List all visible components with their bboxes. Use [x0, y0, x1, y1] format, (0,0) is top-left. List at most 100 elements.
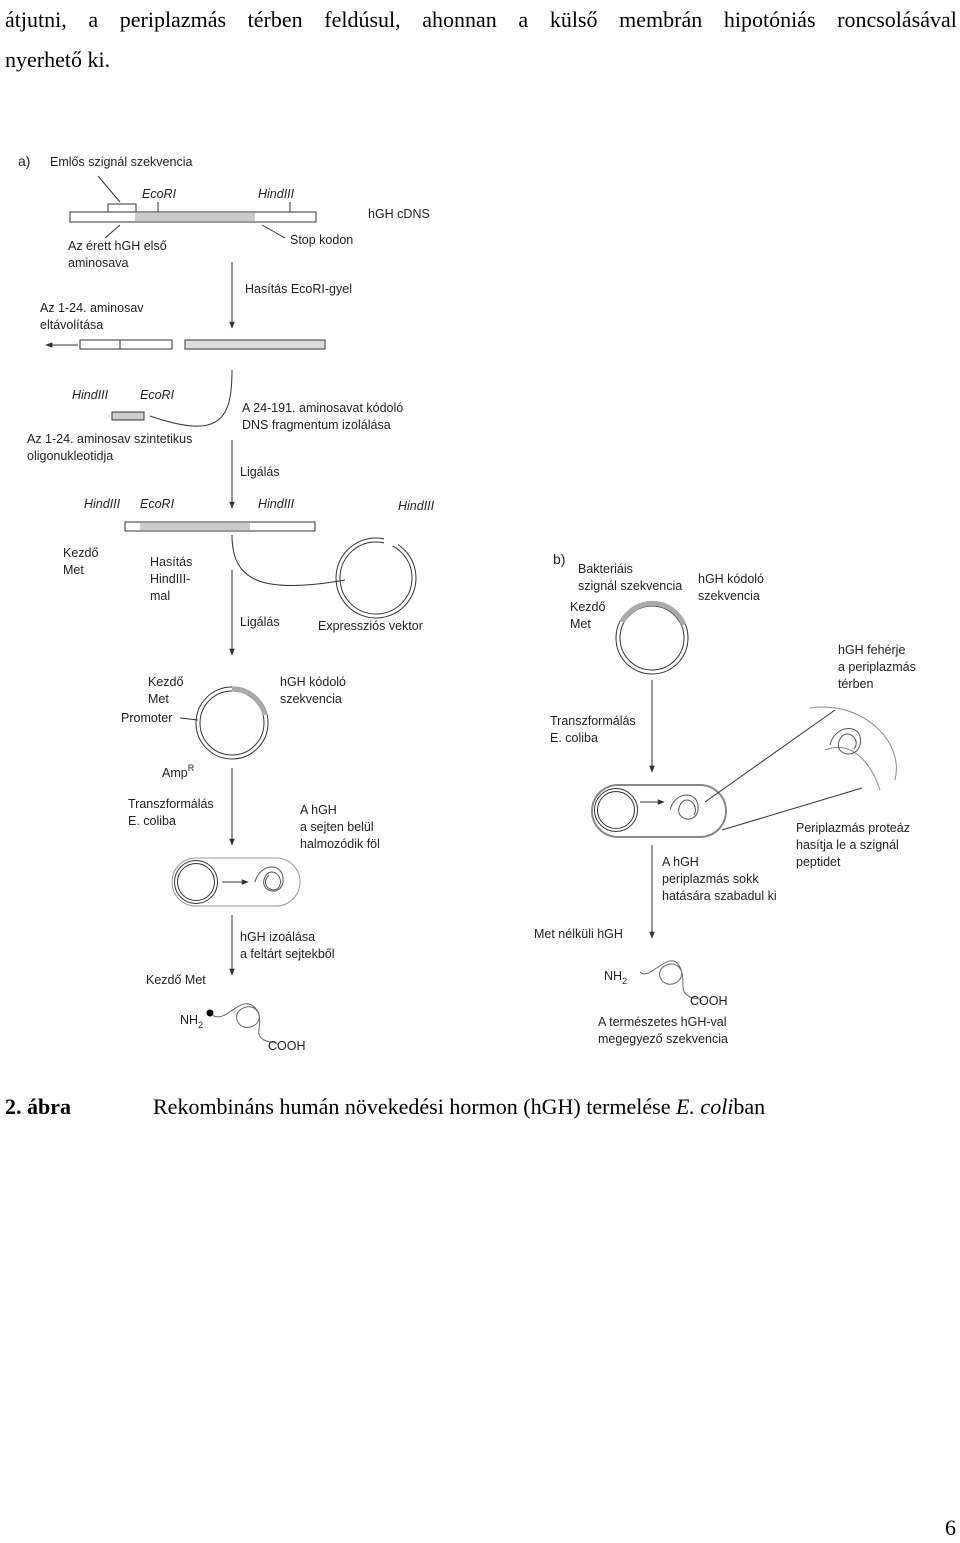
protein-coil: [639, 960, 703, 1002]
protein-coil: [254, 866, 284, 892]
word: a: [88, 7, 99, 32]
shock-label: periplazmás sokk: [662, 872, 759, 886]
hindiii-label: HindIII: [258, 187, 295, 201]
word: membrán: [619, 7, 703, 32]
periplasm-curve: [809, 706, 897, 781]
removed-fragment: [79, 339, 173, 350]
bact-signal-label: szignál szekvencia: [578, 579, 682, 593]
word: külső: [549, 7, 598, 32]
cut-hindiii-label: mal: [150, 589, 170, 603]
oligo-fragment: [111, 411, 145, 421]
coding-label: hGH kódoló: [698, 572, 764, 586]
page-number: 6: [945, 1515, 956, 1540]
protease-label: peptidet: [796, 855, 841, 869]
pointer-line: [704, 709, 836, 803]
transform-label: E. coliba: [128, 814, 176, 828]
coding-label: szekvencia: [698, 589, 760, 603]
stop-codon-label: Stop kodon: [290, 233, 353, 247]
ecori-label: EcoRI: [142, 187, 177, 201]
isolated-fragment: [184, 339, 326, 350]
leader-line: [179, 717, 199, 721]
panel-b-label: b): [553, 551, 565, 567]
panel-a-label: a): [18, 153, 30, 169]
start-met-label: Kezdő: [63, 546, 98, 560]
ecoli-cell: [171, 857, 301, 907]
periplasm-label: térben: [838, 677, 873, 691]
nh2-subscript: 2: [198, 1020, 203, 1030]
protein-coil: [211, 1003, 279, 1046]
transform-label: Transzformálás: [550, 714, 636, 728]
periplasm-curve: [824, 746, 881, 791]
ecori-label: EcoRI: [140, 497, 175, 511]
cooh-label: COOH: [268, 1039, 306, 1053]
word: hipotóniás: [723, 7, 816, 32]
plasmid-coding-arc: [619, 600, 687, 626]
bact-signal-label: Bakteriáis: [578, 562, 633, 576]
word: a: [518, 7, 529, 32]
figure-caption: 2. ábra Rekombináns humán növekedési horm…: [5, 1094, 765, 1120]
paragraph-line-1: átjutni, a periplazmás térben feldúsul, …: [5, 0, 957, 40]
nh2-label: NH2: [180, 1013, 203, 1030]
nh2-text: NH: [604, 969, 622, 983]
mature-aa-label-2: aminosava: [68, 256, 128, 270]
plasmid-cut-gap: [384, 536, 398, 546]
protein-coil: [669, 794, 699, 820]
met-dot: [206, 1009, 214, 1017]
leader-line: [97, 175, 121, 203]
shock-label: A hGH: [662, 855, 699, 869]
protease-label: hasítja le a szignál: [796, 838, 899, 852]
protease-label: Periplazmás proteáz: [796, 821, 910, 835]
promoter-label: Promoter: [121, 711, 172, 725]
hgh-cdns-label: hGH cDNS: [368, 207, 430, 221]
expression-vector-label: Expressziós vektor: [318, 619, 423, 633]
start-met-label: Kezdő: [570, 600, 605, 614]
periplasm-label: a periplazmás: [838, 660, 916, 674]
mature-aa-label-1: Az érett hGH első: [68, 239, 167, 253]
start-met-label: Met: [570, 617, 591, 631]
nh2-text: NH: [180, 1013, 198, 1027]
ligation-label: Ligálás: [240, 465, 280, 479]
accumulate-label: a sejten belül: [300, 820, 374, 834]
cooh-label: COOH: [690, 994, 728, 1008]
caption-number: 2. ábra: [5, 1094, 71, 1119]
synthetic-label-2: oligonukleotidja: [27, 449, 113, 463]
word: átjutni,: [5, 7, 67, 32]
body-paragraph: átjutni, a periplazmás térben feldúsul, …: [5, 0, 957, 80]
plasmid-inner: [595, 789, 637, 831]
protein-coil: [829, 728, 861, 755]
leader-line: [104, 224, 121, 239]
caption-text: Rekombináns humán növekedési hormon (hGH…: [153, 1094, 676, 1119]
ligated-coding: [140, 523, 250, 530]
hindiii-label: HindIII: [258, 497, 295, 511]
start-met-label: Kezdő: [148, 675, 183, 689]
synthetic-label-1: Az 1-24. aminosav szintetikus: [27, 432, 192, 446]
cdna-coding-region: [135, 213, 255, 221]
no-met-label: Met nélküli hGH: [534, 927, 623, 941]
paragraph-line-2: nyerhető ki.: [5, 47, 111, 72]
start-met-label: Met: [63, 563, 84, 577]
nh2-subscript: 2: [622, 976, 627, 986]
start-met-label: Kezdő Met: [146, 973, 206, 987]
transform-label: E. coliba: [550, 731, 598, 745]
remove-aa-label-1: Az 1-24. aminosav: [40, 301, 144, 315]
isolate-label-1: A 24-191. aminosavat kódoló: [242, 401, 403, 415]
isolate-hgh-label: a feltárt sejtekből: [240, 947, 335, 961]
join-curve: [149, 369, 233, 427]
hgh-production-figure: a) Emlős szignál szekvencia EcoRI HindII…: [18, 153, 916, 1053]
isolate-label-2: DNS fragmentum izolálása: [242, 418, 391, 432]
nh2-label: NH2: [604, 969, 627, 986]
plasmid-inner: [336, 538, 416, 618]
natural-seq-label: megegyező szekvencia: [598, 1032, 728, 1046]
isolate-hgh-label: hGH izoálása: [240, 930, 315, 944]
signal-sequence-label: Emlős szignál szekvencia: [50, 155, 192, 169]
plasmid-coding-arc: [231, 686, 268, 716]
transform-label: Transzformálás: [128, 797, 214, 811]
caption-suffix: ban: [733, 1094, 766, 1119]
join-curve: [231, 534, 346, 587]
start-met-label: Met: [148, 692, 169, 706]
hindiii-label: HindIII: [72, 388, 109, 402]
pointer-line: [721, 787, 863, 831]
word: roncsolásával: [837, 7, 957, 32]
remove-aa-label-2: eltávolítása: [40, 318, 103, 332]
coding-label: hGH kódoló: [280, 675, 346, 689]
